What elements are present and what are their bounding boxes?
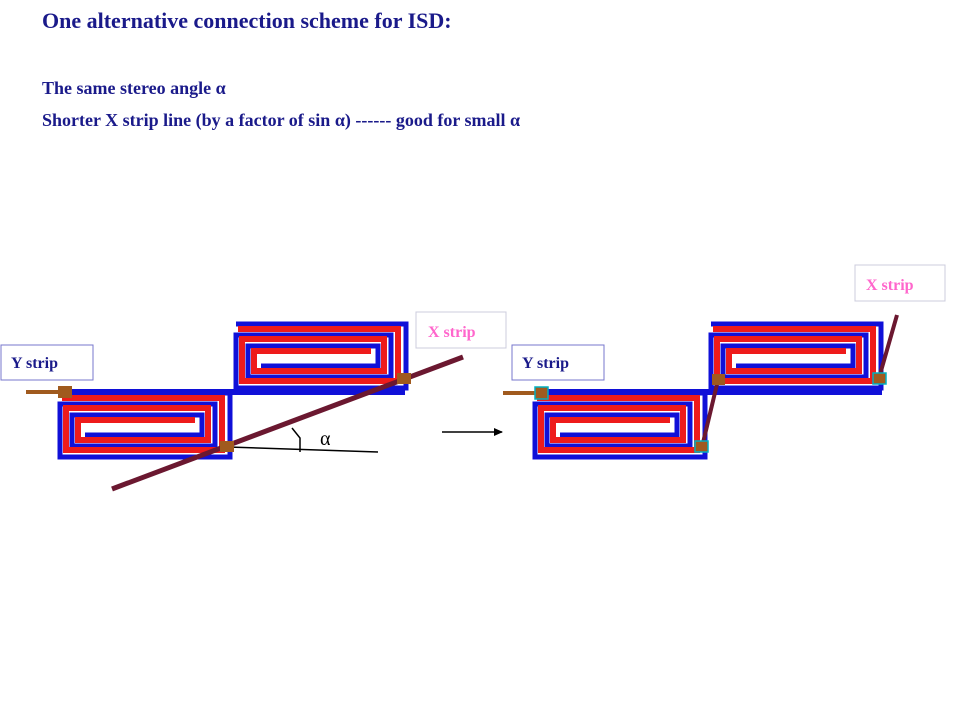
right-y-label-box: Y strip xyxy=(511,344,605,381)
right-lower-serpentine xyxy=(535,393,705,457)
right-upper-serpentine xyxy=(711,324,881,388)
right-scheme: Y strip X strip xyxy=(503,264,946,457)
left-upper-serpentine xyxy=(236,324,406,388)
right-pad-lower xyxy=(694,440,709,453)
right-x-connector-short xyxy=(700,379,720,448)
right-x-strip-line xyxy=(877,314,899,379)
stereo-angle-line: The same stereo angle α xyxy=(42,78,226,98)
left-scheme: Y strip X strip α xyxy=(0,311,507,492)
angle-arc xyxy=(291,427,301,452)
left-lower-serpentine xyxy=(60,393,230,457)
left-y-label: Y strip xyxy=(11,355,58,372)
shorter-strip-line: Shorter X strip line (by a factor of sin… xyxy=(42,110,521,130)
right-y-label: Y strip xyxy=(522,355,569,372)
right-x-label-box: X strip xyxy=(854,264,946,302)
transform-arrow xyxy=(442,428,503,436)
left-x-label: X strip xyxy=(428,324,476,341)
right-x-label: X strip xyxy=(866,277,914,294)
page-title: One alternative connection scheme for IS… xyxy=(42,8,452,33)
left-pad-lower xyxy=(220,441,234,452)
left-y-label-box: Y strip xyxy=(0,344,94,381)
right-pad-y xyxy=(534,386,549,400)
right-pad-upper xyxy=(872,372,887,385)
angle-baseline xyxy=(227,446,379,453)
left-x-label-box: X strip xyxy=(415,311,507,349)
left-pad-y xyxy=(58,386,72,398)
left-pad-upper xyxy=(397,373,411,384)
right-pad-mid xyxy=(712,374,725,385)
alpha-angle-label: α xyxy=(320,428,331,450)
